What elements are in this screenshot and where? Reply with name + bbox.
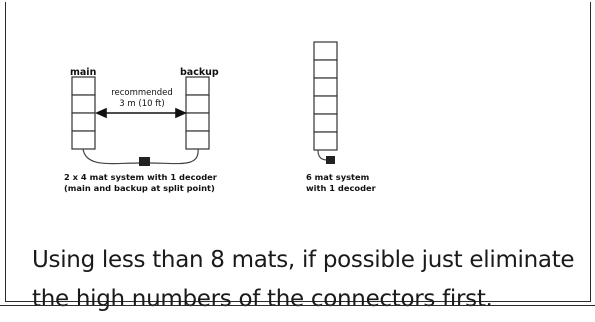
figure-frame xyxy=(5,2,591,302)
distance-arrow xyxy=(95,107,187,119)
mat-box xyxy=(313,131,338,151)
mat-box xyxy=(185,130,210,150)
mat-box xyxy=(71,112,96,132)
mat-box xyxy=(71,94,96,114)
body-line-2: the high numbers of the connectors first… xyxy=(32,286,493,312)
mat-box xyxy=(185,76,210,96)
recommended-label: recommended xyxy=(111,88,173,98)
right-caption-line2: with 1 decoder xyxy=(306,183,377,193)
cable-line xyxy=(82,148,199,165)
decoder-block xyxy=(139,157,150,166)
left-caption-line1: 2 x 4 mat system with 1 decoder xyxy=(64,172,218,182)
backup-mat-column xyxy=(185,76,210,150)
distance-label: 3 m (10 ft) xyxy=(119,99,164,109)
mat-box xyxy=(313,41,338,61)
body-paragraph: Using less than 8 mats, if possible just… xyxy=(32,241,584,319)
decoder-block xyxy=(326,156,335,164)
body-line-1: Using less than 8 mats, if possible just… xyxy=(32,247,575,273)
mat-box xyxy=(71,76,96,96)
mat-box xyxy=(185,112,210,132)
backup-label: backup xyxy=(180,67,219,78)
mat-box xyxy=(185,94,210,114)
mat-box xyxy=(313,77,338,97)
right-caption-line1: 6 mat system xyxy=(306,172,369,182)
main-label: main xyxy=(70,67,97,78)
bottom-rule xyxy=(0,305,595,306)
six-mat-column xyxy=(313,41,338,151)
mat-box xyxy=(313,59,338,79)
mat-box xyxy=(313,113,338,133)
main-mat-column xyxy=(71,76,96,150)
mat-box xyxy=(313,95,338,115)
cable-line xyxy=(317,149,328,161)
left-caption-line2: (main and backup at split point) xyxy=(64,183,215,193)
mat-box xyxy=(71,130,96,150)
